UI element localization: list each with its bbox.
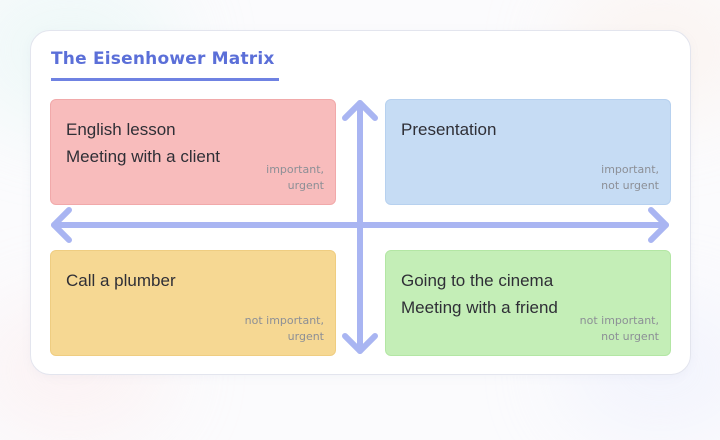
quadrant-tag: not important, urgent — [245, 313, 324, 345]
arrow-up-icon — [342, 100, 378, 121]
tag-line: not important, — [244, 314, 324, 327]
task-item: Call a plumber — [66, 271, 176, 290]
page-title: The Eisenhower Matrix — [51, 48, 279, 81]
task-item: Presentation — [401, 120, 497, 139]
tag-line: urgent — [287, 330, 324, 343]
arrow-right-icon — [648, 207, 669, 243]
tag-line: important, — [266, 163, 324, 176]
axes — [51, 100, 669, 354]
task-item: English lesson — [66, 120, 176, 139]
tag-line: important, — [601, 163, 659, 176]
task-item: Meeting with a client — [66, 147, 221, 166]
task-item: Going to the cinema — [401, 271, 554, 290]
tag-line: not urgent — [601, 179, 659, 192]
quadrant-not-important-urgent: Call a plumber not important, urgent — [50, 250, 336, 356]
quadrant-not-important-not-urgent: Going to the cinema Meeting with a frien… — [385, 250, 671, 356]
tag-line: not important, — [579, 314, 659, 327]
arrow-down-icon — [342, 333, 378, 354]
quadrant-tag: important, urgent — [266, 162, 324, 194]
quadrant-important-urgent: English lesson Meeting with a client imp… — [50, 99, 336, 205]
task-item: Meeting with a friend — [401, 298, 558, 317]
tag-line: not urgent — [601, 330, 659, 343]
quadrant-important-not-urgent: Presentation important, not urgent — [385, 99, 671, 205]
tag-line: urgent — [287, 179, 324, 192]
arrow-left-icon — [51, 207, 72, 243]
quadrant-tag: important, not urgent — [601, 162, 659, 194]
quadrant-tag: not important, not urgent — [580, 313, 659, 345]
